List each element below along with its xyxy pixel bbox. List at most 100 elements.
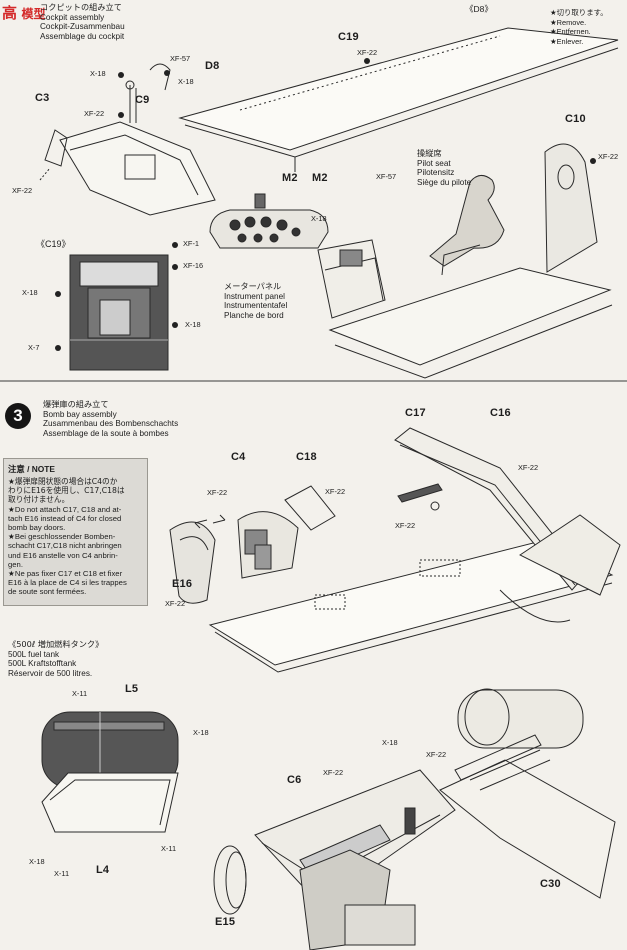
d8-remove-legend: 《D8》 xyxy=(465,4,493,15)
note-body: ★爆弾扉閉状態の場合はC4のか わりにE16を使用し、C17,C18は 取り付け… xyxy=(8,477,127,597)
remove-jp: ★切り取ります。 xyxy=(550,8,608,17)
cockpit-title-fr: Assemblage du cockpit xyxy=(40,31,125,41)
callout-tank-x11-b: X-11 xyxy=(161,844,177,853)
part-c6: C6 xyxy=(287,774,302,786)
callout-x18-b: X-18 xyxy=(178,77,194,86)
instrument-panel-label: メーターパネル Instrument panel Instrumententaf… xyxy=(224,281,288,320)
callout-tank-x18-b: X-18 xyxy=(382,738,398,747)
part-c19: C19 xyxy=(338,31,359,43)
callout-bay-xf22-d: XF-22 xyxy=(395,521,416,530)
watermark-logo: 高 模型 xyxy=(2,2,45,23)
note-line: ★Bei geschlossender Bomben- xyxy=(8,532,116,542)
callout-xf22-a: XF-22 xyxy=(357,48,378,57)
callout-tank-x18-a: X-18 xyxy=(193,728,209,737)
callout-bay-xf22-a: XF-22 xyxy=(518,463,539,472)
callout-xf57-b: XF-57 xyxy=(376,172,397,181)
pilot-seat-label: 操縦席 Pilot seat Pilotensitz Siège du pilo… xyxy=(417,148,472,187)
paint-dot xyxy=(172,322,178,328)
callout-tank-xf22-b: XF-22 xyxy=(323,768,344,777)
callout-tank-x18-c: X-18 xyxy=(29,857,45,866)
paint-dot xyxy=(590,158,596,164)
pilot-seat-de: Pilotensitz xyxy=(417,168,455,178)
part-e15: E15 xyxy=(215,916,236,928)
paint-dot xyxy=(118,112,124,118)
instrument-panel-fr: Planche de bord xyxy=(224,310,284,320)
c19-inset-tag: 《C19》 xyxy=(36,239,71,249)
step3-title-en: Bomb bay assembly xyxy=(43,409,117,419)
part-c4: C4 xyxy=(231,451,246,463)
paint-dot xyxy=(55,291,61,297)
fuel-tank-header: 《500ℓ 増加燃料タンク》 500L fuel tank 500L Kraft… xyxy=(8,639,104,678)
part-d8: D8 xyxy=(205,60,220,72)
part-c16: C16 xyxy=(490,407,511,419)
watermark-text: 模型 xyxy=(21,7,46,21)
part-c17: C17 xyxy=(405,407,426,419)
fuel-tank-en: 500L fuel tank xyxy=(8,649,60,659)
fuel-tank-jp: 《500ℓ 増加燃料タンク》 xyxy=(8,639,104,649)
paint-dot xyxy=(164,70,170,76)
callout-tank-xf22-a: XF-22 xyxy=(426,750,447,759)
part-m2: M2 xyxy=(312,172,328,184)
callout-bay-xf22-c: XF-22 xyxy=(325,487,346,496)
note-line: わりにE16を使用し、C17,C18は xyxy=(8,486,125,496)
remove-de: ★Entfernen. xyxy=(550,27,591,37)
step3-title-de: Zusammenbau des Bombenschachts xyxy=(43,419,179,429)
callout-bay-xf22-b: XF-22 xyxy=(207,488,228,497)
note-title: 注意 / NOTE xyxy=(8,464,55,474)
part-l4: L4 xyxy=(96,864,110,876)
remove-fr: ★Enlever. xyxy=(550,36,584,46)
note-line: ★Do not attach C17, C18 and at- xyxy=(8,504,122,514)
fuel-tank-de: 500L Kraftstofftank xyxy=(8,659,77,669)
note-line: 取り付けません。 xyxy=(8,495,70,505)
instrument-panel-en: Instrument panel xyxy=(224,291,285,301)
paint-dot xyxy=(364,58,370,64)
callout-x18-e: X-18 xyxy=(185,320,201,329)
watermark-glyph: 高 xyxy=(2,5,18,22)
callout-xf57-a: XF-57 xyxy=(170,54,191,63)
callout-xf22-d: XF-22 xyxy=(598,152,619,161)
part-l5: L5 xyxy=(125,683,139,695)
part-c30: C30 xyxy=(540,878,561,890)
cockpit-title-de: Cockpit-Zusammenbau xyxy=(40,22,125,32)
callout-x7: X-7 xyxy=(28,343,40,352)
part-c10: C10 xyxy=(565,113,586,125)
callout-tank-x11-a: X-11 xyxy=(72,689,88,698)
instrument-panel-de: Instrumententafel xyxy=(224,301,288,311)
note-line: und E16 anstelle von C4 anbrin- xyxy=(8,550,118,560)
callout-bay-xf22-e: XF-22 xyxy=(165,599,186,608)
part-e16: E16 xyxy=(172,578,193,590)
cockpit-title-en: Cockpit assembly xyxy=(40,12,105,22)
fuel-tank-fr: Réservoir de 500 litres. xyxy=(8,668,93,678)
note-line: ★爆弾扉閉状態の場合はC4のか xyxy=(8,477,118,486)
paint-dot xyxy=(172,264,178,270)
pilot-seat-fr: Siège du pilote xyxy=(417,177,472,187)
remove-en: ★Remove. xyxy=(550,17,587,27)
note-line: gen. xyxy=(8,559,23,569)
note-box: 注意 / NOTE ★爆弾扉閉状態の場合はC4のか わりにE16を使用し、C17… xyxy=(3,458,148,606)
step3-title-fr: Assemblage de la soute à bombes xyxy=(43,428,169,438)
callout-xf22-c: XF-22 xyxy=(12,186,33,195)
callout-tank-x11-c: X-11 xyxy=(54,869,70,878)
callout-xf22-b: XF-22 xyxy=(84,109,105,118)
step-number-badge: 3 xyxy=(5,403,31,429)
cockpit-step-header: コクピットの組み立て Cockpit assembly Cockpit-Zusa… xyxy=(40,2,125,41)
note-line: de soute sont fermées. xyxy=(8,587,87,597)
callout-x18-c: X-18 xyxy=(311,214,327,223)
part-c18: C18 xyxy=(296,451,317,463)
pilot-seat-jp: 操縦席 xyxy=(417,148,442,158)
remove-instructions: ★切り取ります。 ★Remove. ★Entfernen. ★Enlever. xyxy=(550,8,608,46)
callout-x18-a: X-18 xyxy=(90,69,106,78)
callout-xf1: XF-1 xyxy=(183,239,200,248)
paint-dot xyxy=(172,242,178,248)
pilot-seat-en: Pilot seat xyxy=(417,158,451,168)
callout-xf16: XF-16 xyxy=(183,261,204,270)
cockpit-title-jp: コクピットの組み立て xyxy=(40,2,122,12)
part-c3: C3 xyxy=(35,92,50,104)
callout-x18-d: X-18 xyxy=(22,288,38,297)
d8-tag: 《D8》 xyxy=(465,4,493,14)
instrument-panel-jp: メーターパネル xyxy=(224,281,282,291)
paint-dot xyxy=(55,345,61,351)
paint-dot xyxy=(118,72,124,78)
part-m2-panel: M2 xyxy=(282,172,298,184)
